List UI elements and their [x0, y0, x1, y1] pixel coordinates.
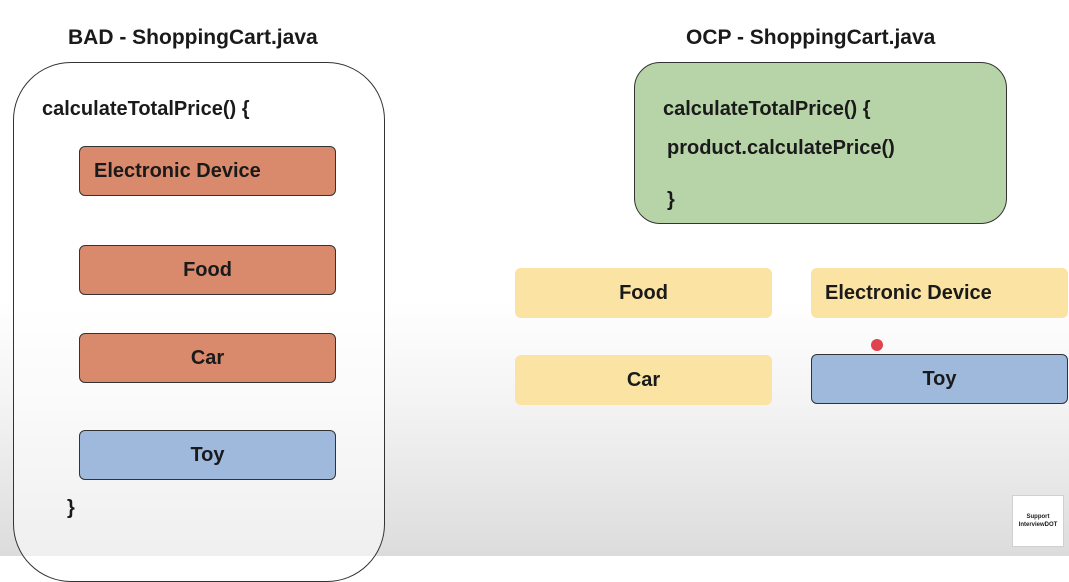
ocp-title: OCP - ShoppingCart.java [686, 26, 936, 49]
bad-item-electronic-device: Electronic Device [79, 146, 336, 196]
support-interviewdot-badge[interactable]: Support InterviewDOT [1012, 495, 1064, 547]
ocp-shoppingcart-frame [634, 62, 1007, 224]
ocp-method-signature: calculateTotalPrice() { [663, 98, 871, 120]
ocp-product-toy: Toy [811, 354, 1068, 404]
bad-title: BAD - ShoppingCart.java [68, 26, 318, 49]
bad-closing-brace: } [67, 497, 75, 519]
bad-item-car: Car [79, 333, 336, 383]
ocp-product-car: Car [515, 355, 772, 405]
support-badge-line1: Support [1026, 514, 1050, 520]
ocp-closing-brace: } [667, 189, 675, 211]
bad-item-toy: Toy [79, 430, 336, 480]
bad-item-food: Food [79, 245, 336, 295]
pointer-dot-icon [871, 339, 883, 351]
support-badge-line2: InterviewDOT [1018, 522, 1058, 528]
ocp-method-call: product.calculatePrice() [667, 137, 895, 159]
bad-method-signature: calculateTotalPrice() { [42, 98, 250, 120]
ocp-product-food: Food [515, 268, 772, 318]
ocp-product-electronic-device: Electronic Device [811, 268, 1068, 318]
